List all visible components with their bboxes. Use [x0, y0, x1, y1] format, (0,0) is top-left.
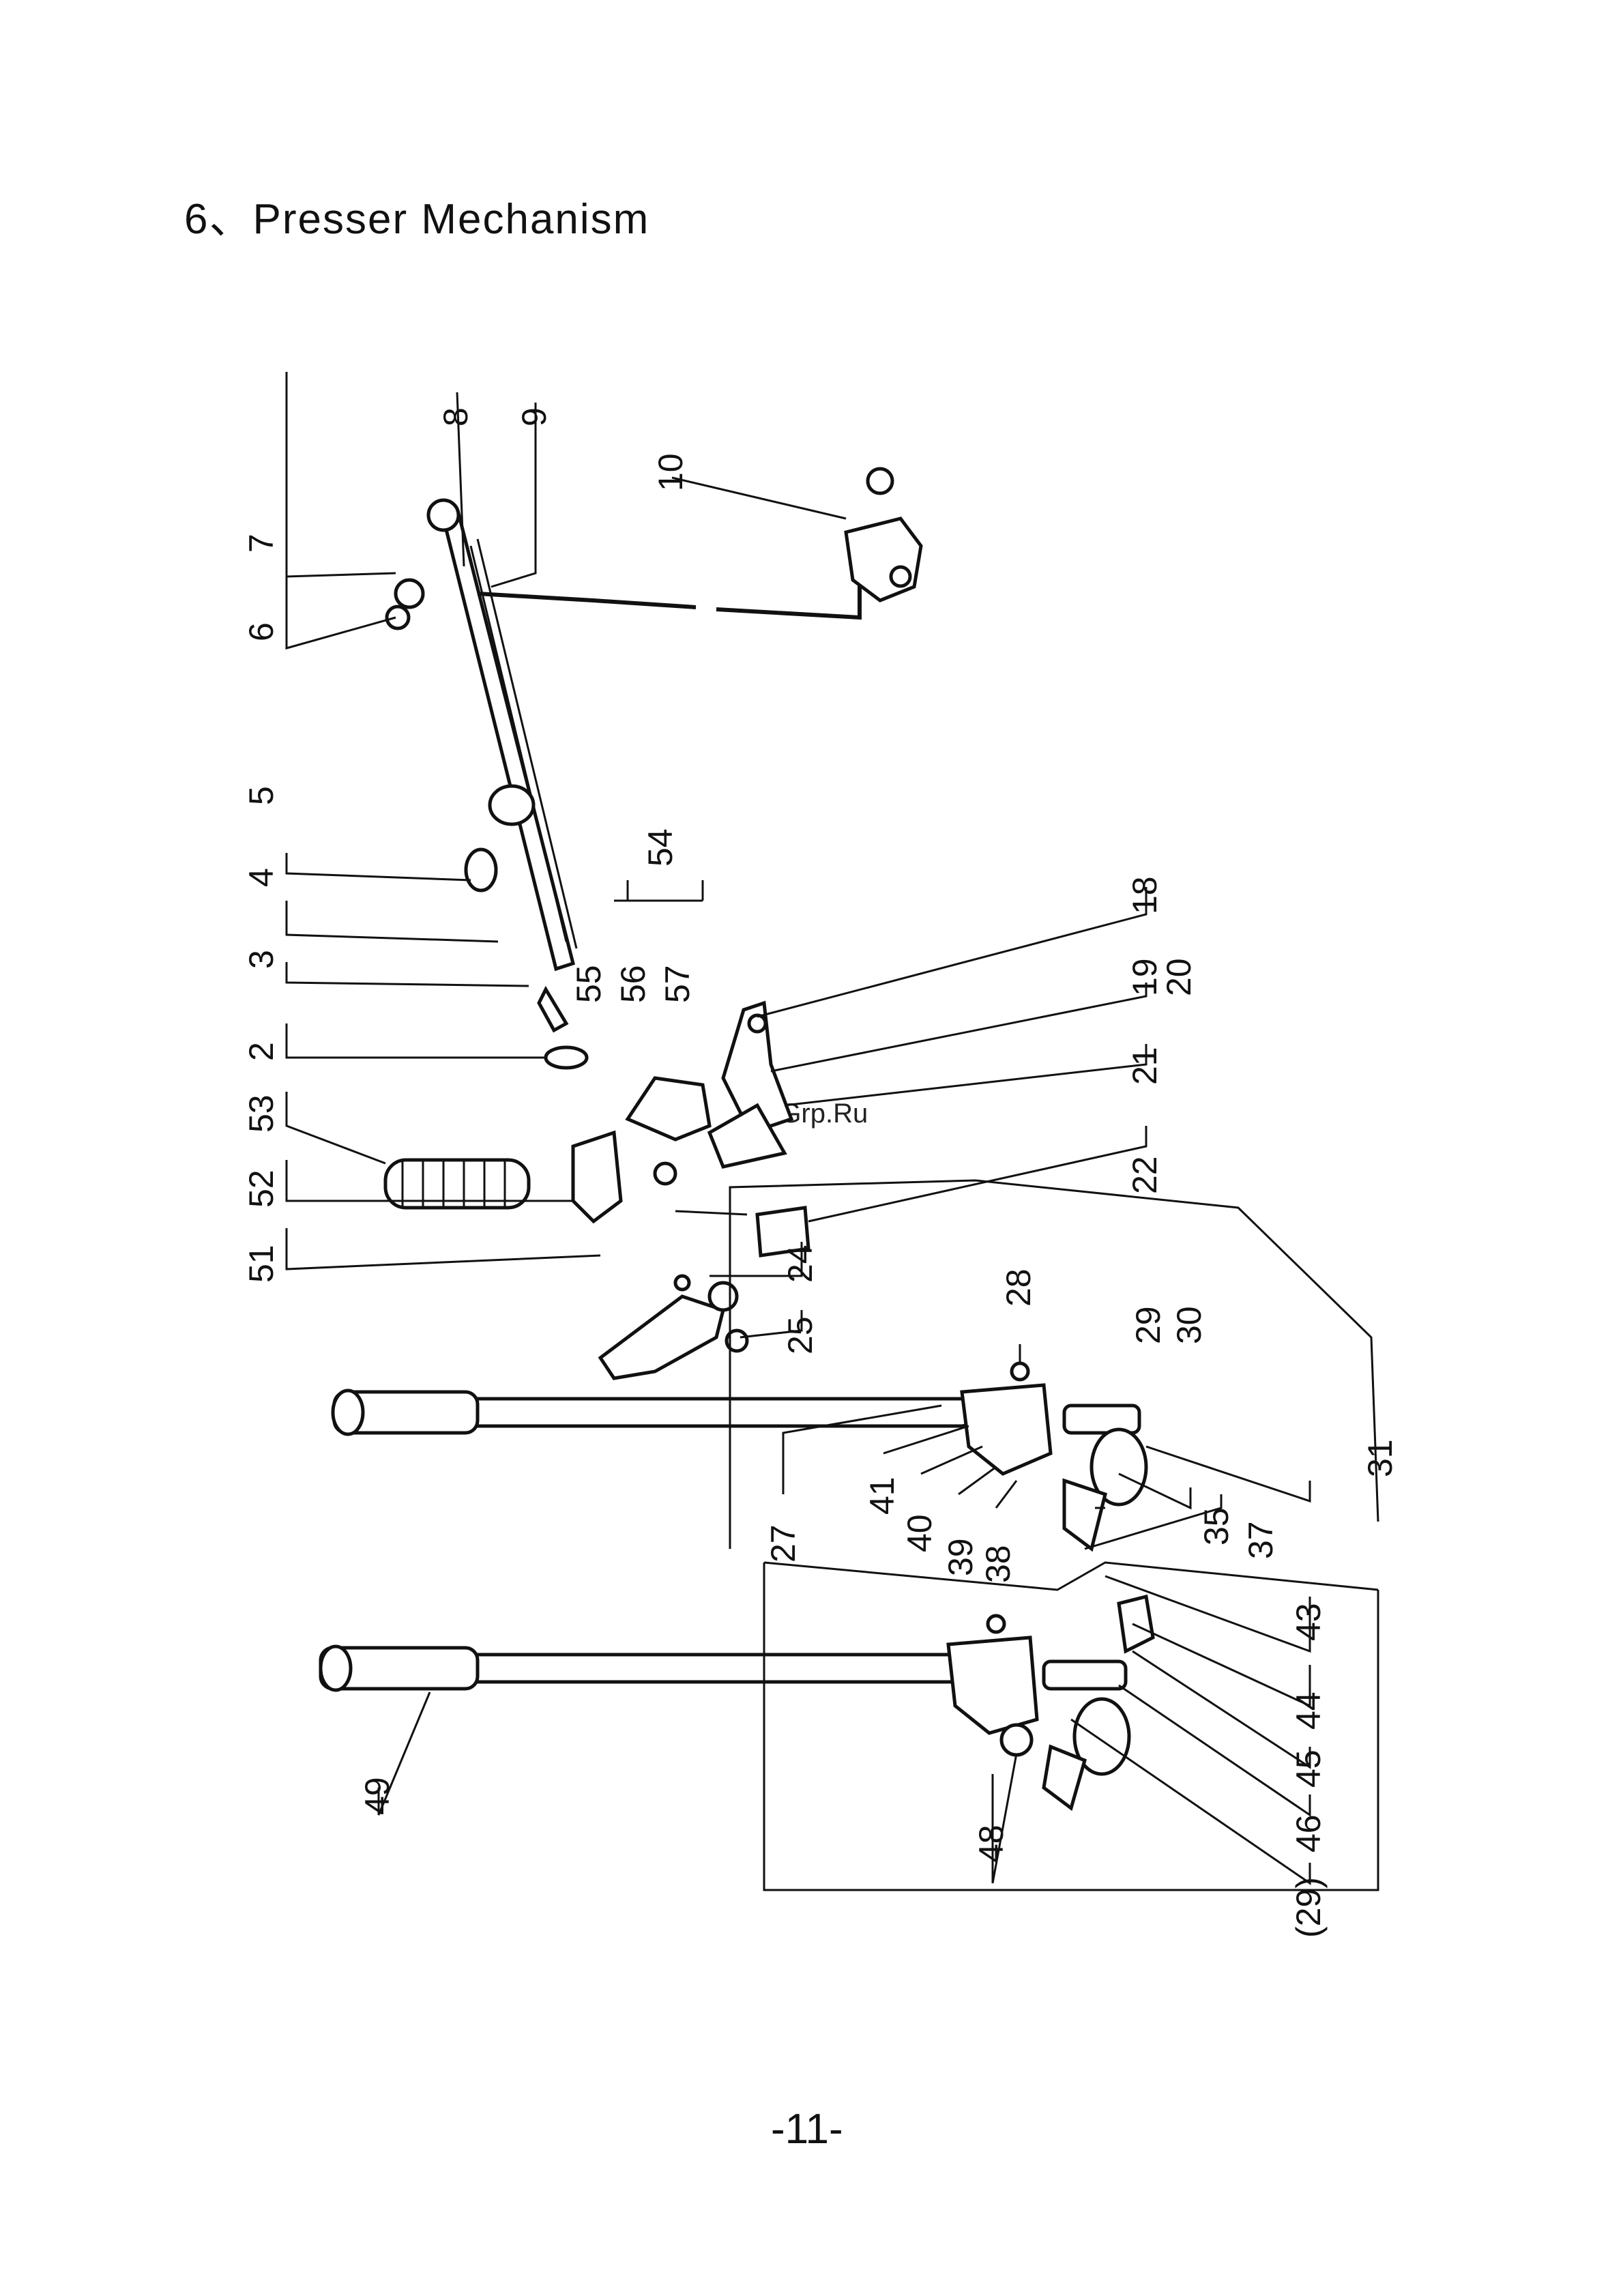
callout-8: 8: [437, 407, 475, 426]
callout-31: 31: [1361, 1439, 1399, 1477]
callout-27: 27: [764, 1524, 802, 1563]
hand-lever-assembly: [600, 1276, 747, 1378]
callout-38: 38: [979, 1545, 1017, 1583]
callout-56: 56: [614, 965, 652, 1003]
callout-44: 44: [1289, 1691, 1328, 1730]
callout-41: 41: [863, 1477, 901, 1515]
presser-bar-lower: [321, 1597, 1153, 1808]
callout-29: 29: [1129, 1306, 1167, 1344]
callout-20: 20: [1160, 958, 1198, 996]
presser-bar-upper: [333, 1363, 1146, 1549]
callout-21: 21: [1126, 1047, 1164, 1085]
callout-52: 52: [242, 1169, 280, 1208]
callout-6: 6: [242, 622, 280, 641]
callout-4: 4: [242, 868, 280, 887]
callout-7: 7: [242, 534, 280, 553]
callout-39: 39: [941, 1538, 980, 1576]
callout-48: 48: [972, 1825, 1010, 1863]
callout-30: 30: [1170, 1306, 1208, 1344]
callout-53: 53: [242, 1094, 280, 1133]
callout-18: 18: [1126, 876, 1164, 914]
callout-37: 37: [1242, 1521, 1280, 1559]
callout-10: 10: [652, 453, 690, 491]
callout-54: 54: [641, 828, 679, 867]
callout-22: 22: [1126, 1156, 1164, 1194]
spring-assembly: [385, 1133, 621, 1221]
callout-5: 5: [242, 786, 280, 805]
callout-40: 40: [901, 1514, 939, 1552]
callout-46: 46: [1289, 1814, 1328, 1852]
callout-35: 35: [1197, 1507, 1235, 1545]
callout-49: 49: [358, 1777, 396, 1815]
callout-51: 51: [242, 1245, 280, 1283]
lift-lever-assembly: [387, 469, 921, 1068]
callout-25: 25: [781, 1316, 819, 1354]
callout-28: 28: [999, 1268, 1038, 1307]
callout-57: 57: [658, 965, 697, 1003]
callout-9: 9: [515, 407, 553, 426]
callout-2: 2: [242, 1042, 280, 1061]
callout-45: 45: [1289, 1749, 1328, 1788]
callout-29b: (29): [1289, 1877, 1328, 1938]
callout-24: 24: [781, 1245, 819, 1283]
callout-55: 55: [570, 965, 608, 1003]
callout-19: 19: [1126, 958, 1164, 996]
knee-lift-assembly: [628, 1003, 808, 1255]
callout-3: 3: [242, 950, 280, 969]
callout-43: 43: [1289, 1603, 1328, 1641]
